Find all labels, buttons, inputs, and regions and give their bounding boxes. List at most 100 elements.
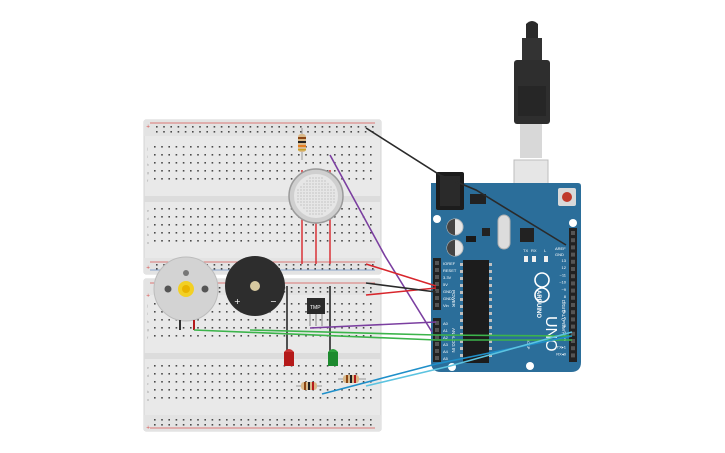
breadboard-hole[interactable] <box>276 419 278 421</box>
breadboard-hole[interactable] <box>254 232 257 234</box>
breadboard-hole[interactable] <box>312 365 314 367</box>
breadboard-hole[interactable] <box>348 373 350 375</box>
breadboard-hole[interactable] <box>305 419 307 421</box>
breadboard-hole[interactable] <box>341 397 343 399</box>
breadboard-hole[interactable] <box>362 162 365 164</box>
breadboard-hole[interactable] <box>197 389 199 391</box>
breadboard-hole[interactable] <box>362 224 365 226</box>
breadboard-hole[interactable] <box>154 303 156 305</box>
breadboard-hole[interactable] <box>204 373 206 375</box>
breadboard-hole[interactable] <box>211 373 214 375</box>
header-pin[interactable] <box>571 310 575 315</box>
breadboard-hole[interactable] <box>334 170 336 172</box>
breadboard-hole[interactable] <box>177 131 180 133</box>
breadboard-hole[interactable] <box>290 154 293 156</box>
breadboard-hole[interactable] <box>161 311 163 313</box>
breadboard-hole[interactable] <box>264 131 266 133</box>
breadboard-hole[interactable] <box>348 311 350 313</box>
breadboard-hole[interactable] <box>319 154 322 156</box>
breadboard-hole[interactable] <box>190 335 192 337</box>
breadboard-hole[interactable] <box>290 224 293 226</box>
breadboard-hole[interactable] <box>334 311 336 313</box>
breadboard-hole[interactable] <box>233 335 235 337</box>
breadboard-hole[interactable] <box>154 162 156 164</box>
breadboard-hole[interactable] <box>218 373 221 375</box>
breadboard-hole[interactable] <box>154 232 156 234</box>
header-pin[interactable] <box>435 282 439 286</box>
breadboard-hole[interactable] <box>247 424 250 426</box>
breadboard-hole[interactable] <box>341 146 343 148</box>
breadboard-hole[interactable] <box>182 327 185 329</box>
breadboard-hole[interactable] <box>168 397 170 399</box>
breadboard-hole[interactable] <box>156 131 158 133</box>
breadboard-hole[interactable] <box>175 327 178 329</box>
breadboard-hole[interactable] <box>355 291 358 293</box>
breadboard-hole[interactable] <box>211 335 214 337</box>
breadboard-hole[interactable] <box>362 232 365 234</box>
breadboard-hole[interactable] <box>348 424 350 426</box>
breadboard-hole[interactable] <box>300 131 302 133</box>
breadboard-hole[interactable] <box>355 216 358 218</box>
breadboard-hole[interactable] <box>184 126 187 128</box>
breadboard-hole[interactable] <box>334 216 336 218</box>
breadboard-hole[interactable] <box>283 232 286 234</box>
breadboard-hole[interactable] <box>256 131 259 133</box>
breadboard-hole[interactable] <box>161 208 163 210</box>
breadboard-hole[interactable] <box>348 389 350 391</box>
breadboard-hole[interactable] <box>362 208 365 210</box>
breadboard-hole[interactable] <box>362 303 365 305</box>
breadboard-hole[interactable] <box>163 131 165 133</box>
header-pin[interactable] <box>435 335 439 339</box>
breadboard-hole[interactable] <box>254 327 257 329</box>
breadboard-hole[interactable] <box>348 232 350 234</box>
breadboard-hole[interactable] <box>211 208 214 210</box>
breadboard-hole[interactable] <box>348 419 350 421</box>
breadboard-hole[interactable] <box>204 335 206 337</box>
breadboard-hole[interactable] <box>355 224 358 226</box>
breadboard-hole[interactable] <box>247 389 250 391</box>
breadboard-hole[interactable] <box>355 162 358 164</box>
breadboard-hole[interactable] <box>269 146 271 148</box>
breadboard-hole[interactable] <box>334 240 336 242</box>
breadboard-hole[interactable] <box>283 178 286 180</box>
breadboard-hole[interactable] <box>312 240 314 242</box>
breadboard-hole[interactable] <box>305 424 307 426</box>
breadboard-hole[interactable] <box>285 126 288 128</box>
breadboard-hole[interactable] <box>314 268 316 270</box>
breadboard-hole[interactable] <box>357 268 360 270</box>
breadboard-hole[interactable] <box>357 126 360 128</box>
breadboard-hole[interactable] <box>370 178 372 180</box>
breadboard-hole[interactable] <box>312 146 314 148</box>
breadboard-hole[interactable] <box>370 397 372 399</box>
breadboard-hole[interactable] <box>197 381 199 383</box>
breadboard-hole[interactable] <box>226 162 228 164</box>
breadboard-hole[interactable] <box>370 319 372 321</box>
breadboard-hole[interactable] <box>182 232 185 234</box>
breadboard-hole[interactable] <box>192 126 194 128</box>
arduino-uno-board[interactable]: TX RX L ARDUINO UNO 1312~11~10~987~6~54~… <box>431 21 581 372</box>
breadboard-hole[interactable] <box>182 146 185 148</box>
breadboard-hole[interactable] <box>269 365 271 367</box>
header-pin[interactable] <box>435 356 439 360</box>
icsp-header[interactable] <box>466 236 476 242</box>
breadboard-hole[interactable] <box>226 419 228 421</box>
breadboard-hole[interactable] <box>182 335 185 337</box>
breadboard-hole[interactable] <box>290 389 293 391</box>
breadboard-hole[interactable] <box>341 178 343 180</box>
header-pin[interactable] <box>571 252 575 257</box>
breadboard-hole[interactable] <box>204 178 206 180</box>
breadboard-hole[interactable] <box>298 389 300 391</box>
breadboard-hole[interactable] <box>249 131 252 133</box>
breadboard-hole[interactable] <box>154 208 156 210</box>
breadboard-hole[interactable] <box>182 216 185 218</box>
breadboard-hole[interactable] <box>269 224 271 226</box>
breadboard-hole[interactable] <box>262 381 264 383</box>
breadboard-hole[interactable] <box>218 178 221 180</box>
breadboard-hole[interactable] <box>168 424 170 426</box>
breadboard-hole[interactable] <box>190 178 192 180</box>
breadboard-hole[interactable] <box>341 373 343 375</box>
breadboard-hole[interactable] <box>283 389 286 391</box>
breadboard-hole[interactable] <box>355 232 358 234</box>
breadboard-hole[interactable] <box>218 389 221 391</box>
breadboard-hole[interactable] <box>290 424 293 426</box>
